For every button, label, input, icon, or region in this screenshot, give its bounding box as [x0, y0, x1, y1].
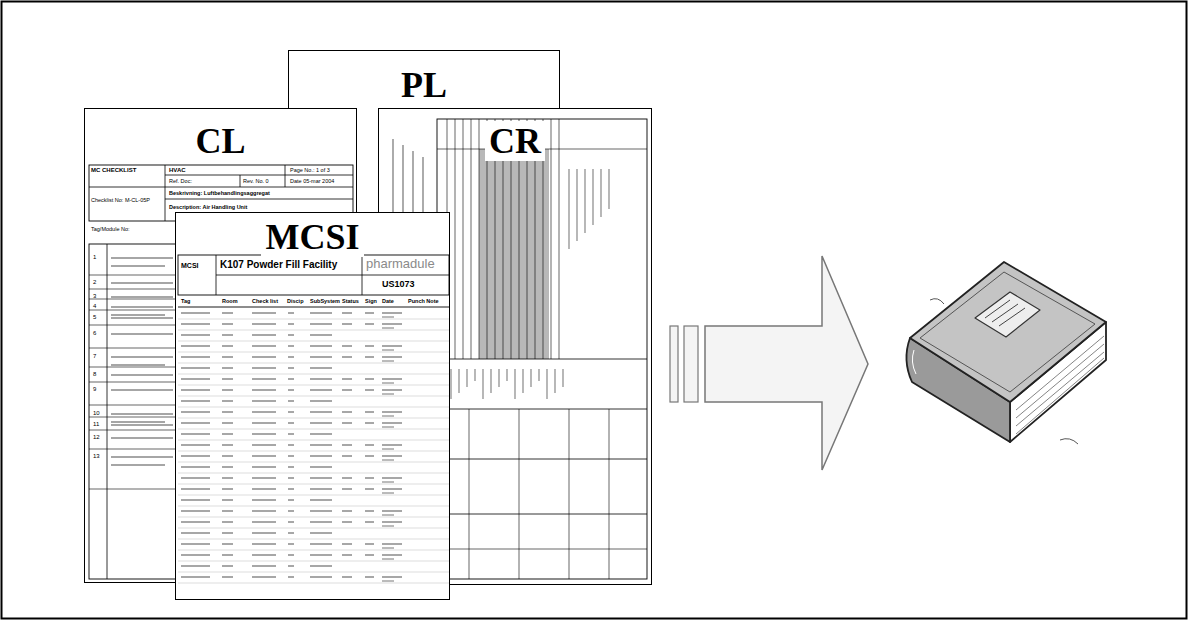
item-number: 13 — [93, 453, 100, 460]
item-number: 8 — [93, 371, 96, 378]
item-number: 3 — [93, 293, 96, 300]
form-text: pharmadule — [366, 257, 435, 272]
document-code-text: CR — [485, 121, 545, 161]
form-text: Ref. Doc: — [169, 178, 192, 184]
item-number: 6 — [93, 330, 96, 337]
document-code: PL — [289, 67, 559, 103]
item-number: 1 — [93, 254, 96, 261]
form-text: Date — [382, 298, 394, 304]
form-text: HVAC — [169, 167, 186, 174]
form-text: US1073 — [382, 279, 415, 289]
form-text: MCSI — [181, 262, 199, 270]
form-text: Room — [222, 298, 238, 304]
item-number: 12 — [93, 434, 100, 441]
item-number: 11 — [93, 421, 99, 428]
item-number: 9 — [93, 386, 96, 393]
document-code-text: CL — [191, 121, 249, 161]
form-text: Beskrivning: Luftbehandlingsaggregat — [169, 190, 270, 196]
form-text: Tag/Module No: — [91, 226, 130, 232]
document-code: CR — [379, 123, 651, 159]
form-text: Date 05-mar 2004 — [290, 178, 334, 184]
item-number: 7 — [93, 353, 96, 360]
form-text: Punch Note — [408, 298, 439, 304]
form-text: Tag — [181, 298, 190, 304]
document-code-text: MCSI — [261, 217, 363, 257]
form-drawing — [176, 213, 450, 600]
item-number: 4 — [93, 303, 96, 310]
document-code: MCSI — [176, 219, 449, 255]
form-text: Check list — [252, 298, 278, 304]
form-text: Status — [342, 298, 359, 304]
book-icon — [906, 262, 1106, 444]
document-code-text: PL — [397, 65, 451, 105]
form-text: Rev. No. 0 — [243, 178, 269, 184]
form-text: Sign — [365, 298, 377, 304]
document-page: MCSI MCSI K107 Powder Fill Facility pharmad… — [175, 212, 450, 600]
form-text: Description: Air Handling Unit — [169, 204, 247, 210]
form-text: K107 Powder Fill Facility — [220, 259, 337, 271]
item-number: 5 — [93, 314, 96, 321]
form-text: Checklist No: M-CL-05P — [91, 197, 150, 203]
form-text: Page No.: 1 of 3 — [290, 167, 330, 173]
form-text: MC CHECKLIST — [91, 167, 136, 174]
document-code: CL — [85, 123, 356, 159]
flow-arrow — [670, 256, 868, 470]
form-text: Discip — [287, 298, 304, 304]
form-text: SubSystem — [310, 298, 340, 304]
item-number: 2 — [93, 279, 96, 286]
item-number: 10 — [93, 410, 100, 417]
